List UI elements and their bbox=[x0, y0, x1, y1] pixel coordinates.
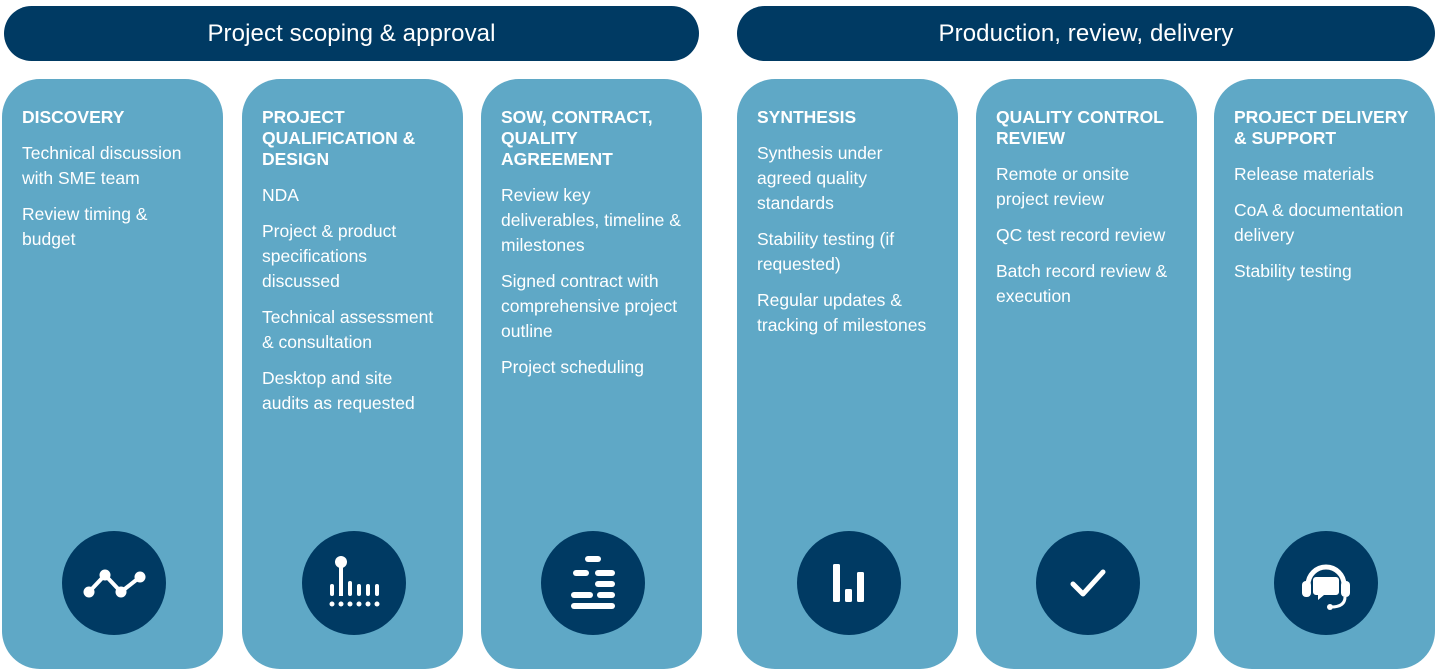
card-item: Review key deliverables, timeline & mile… bbox=[501, 185, 681, 255]
card-title: SYNTHESIS bbox=[757, 107, 857, 127]
step-card-qualification-design: PROJECT QUALIFICATION & DESIGN NDA Proje… bbox=[242, 79, 463, 669]
phase-label: Project scoping & approval bbox=[207, 19, 496, 47]
phase-label: Production, review, delivery bbox=[938, 19, 1234, 47]
card-item: NDA bbox=[262, 185, 299, 205]
card-item: Signed contract with comprehensive proje… bbox=[501, 271, 678, 341]
card-item: Batch record review & execution bbox=[996, 261, 1168, 306]
card-title: PROJECT DELIVERY & SUPPORT bbox=[1234, 107, 1409, 148]
card-item: Project scheduling bbox=[501, 357, 644, 377]
card-item: Synthesis under agreed quality standards bbox=[757, 143, 883, 213]
card-item: Release materials bbox=[1234, 164, 1375, 184]
checkmark-icon bbox=[1036, 531, 1140, 635]
card-item: Technical discussion with SME team bbox=[22, 143, 182, 188]
card-item: Technical assessment & consultation bbox=[262, 307, 434, 352]
card-item: Remote or onsite project review bbox=[996, 164, 1130, 209]
card-title: DISCOVERY bbox=[22, 107, 125, 127]
headset-support-icon bbox=[1274, 531, 1378, 635]
bar-chart-icon bbox=[797, 531, 901, 635]
step-card-sow-contract: SOW, CONTRACT, QUALITY AGREEMENT Review … bbox=[481, 79, 702, 669]
card-item: Desktop and site audits as requested bbox=[262, 368, 415, 413]
card-title: QUALITY CONTROL REVIEW bbox=[996, 107, 1164, 148]
gantt-schedule-icon bbox=[541, 531, 645, 635]
step-card-synthesis: SYNTHESIS Synthesis under agreed quality… bbox=[737, 79, 958, 669]
phase-header-scoping: Project scoping & approval bbox=[4, 6, 699, 61]
line-graph-icon bbox=[62, 531, 166, 635]
card-item: QC test record review bbox=[996, 225, 1166, 245]
card-title: PROJECT QUALIFICATION & DESIGN bbox=[262, 107, 416, 169]
equalizer-icon bbox=[302, 531, 406, 635]
card-item: Project & product specifications discuss… bbox=[262, 221, 397, 291]
phase-header-production: Production, review, delivery bbox=[737, 6, 1435, 61]
step-card-delivery-support: PROJECT DELIVERY & SUPPORT Release mater… bbox=[1214, 79, 1435, 669]
step-card-discovery: DISCOVERY Technical discussion with SME … bbox=[2, 79, 223, 669]
card-item: Regular updates & tracking of milestones bbox=[757, 290, 927, 335]
card-item: Stability testing (if requested) bbox=[757, 229, 895, 274]
card-item: CoA & documentation delivery bbox=[1234, 200, 1404, 245]
card-item: Review timing & budget bbox=[22, 204, 148, 249]
step-card-quality-control: QUALITY CONTROL REVIEW Remote or onsite … bbox=[976, 79, 1197, 669]
card-title: SOW, CONTRACT, QUALITY AGREEMENT bbox=[501, 107, 653, 169]
card-item: Stability testing bbox=[1234, 261, 1352, 281]
